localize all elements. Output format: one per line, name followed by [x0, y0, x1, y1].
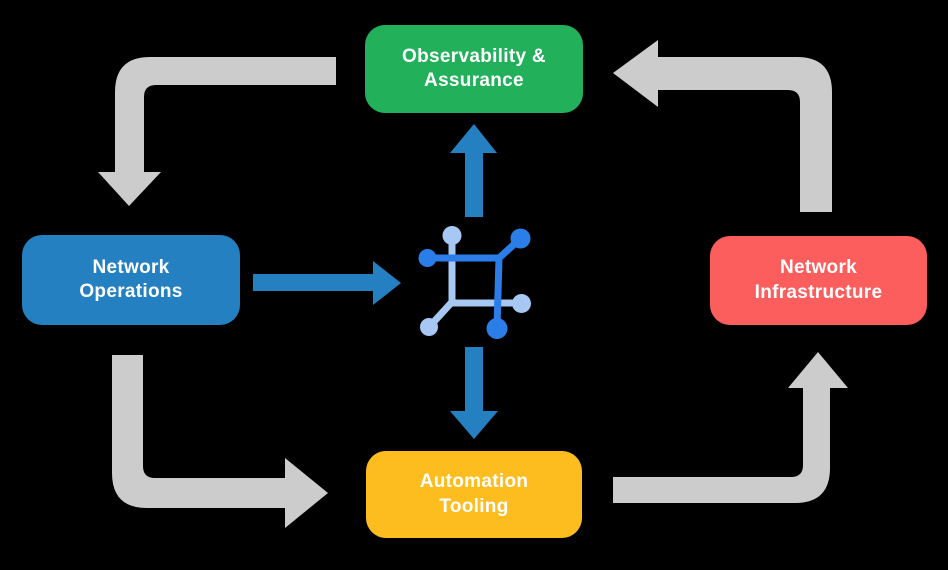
- node-observability-assurance: Observability & Assurance: [365, 25, 583, 113]
- node-automation-tooling: Automation Tooling: [366, 451, 582, 538]
- node-label: Network Infrastructure: [754, 257, 883, 303]
- blue-link-arrows: [253, 124, 498, 439]
- node-label: Automation Tooling: [419, 471, 529, 517]
- node-label: Observability & Assurance: [402, 45, 546, 91]
- arrow-observability-to-operations: [98, 57, 336, 206]
- arrow-center-to-automation: [450, 347, 498, 439]
- arrow-operations-to-automation: [112, 355, 328, 528]
- gray-cycle-arrows: [98, 40, 848, 528]
- network-automation-icon: [418, 226, 531, 339]
- arrow-automation-to-infrastructure: [613, 352, 848, 503]
- node-label: Network Operations: [79, 256, 183, 302]
- arrow-center-to-observability: [450, 124, 497, 217]
- node-network-operations: Network Operations: [22, 235, 240, 325]
- arrow-infrastructure-to-observability: [613, 40, 832, 212]
- arrow-operations-to-center: [253, 261, 401, 305]
- node-network-infrastructure: Network Infrastructure: [710, 236, 927, 325]
